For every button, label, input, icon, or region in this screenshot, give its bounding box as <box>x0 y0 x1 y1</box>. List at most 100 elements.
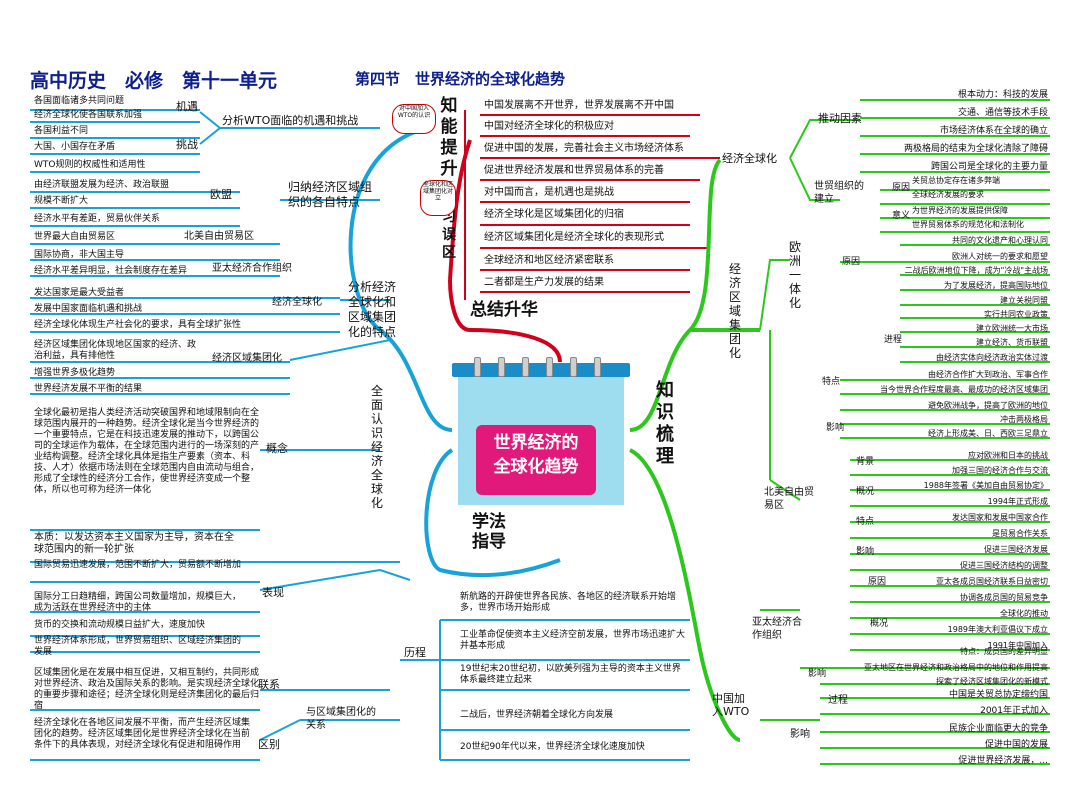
regional-ap-item: 国际协商，非大国主导 <box>34 250 125 260</box>
analysis-glob-item: 发展中国家面临机遇和挑战 <box>34 304 143 314</box>
wto-chal-item: 各国利益不同 <box>34 126 89 136</box>
regional-eu-item: 规模不断扩大 <box>34 196 89 206</box>
calendar-ring <box>522 357 529 377</box>
china-wto-label: 中国加入WTO <box>712 692 750 718</box>
eu-process-item: 建立欧洲统一大市场 <box>976 324 1048 333</box>
na-over-label: 概况 <box>856 487 875 497</box>
summary-item: 经济全球化是区域集团化的归宿 <box>484 209 624 220</box>
na-feat-item: 发达国家和发展中国家合作 <box>952 513 1048 522</box>
eu-process-item: 建立关税同盟 <box>1000 296 1048 305</box>
na-feat-label: 特点 <box>856 517 875 527</box>
analysis-reg-item: 增强世界多极化趋势 <box>34 368 116 378</box>
na-imp-label: 影响 <box>856 547 875 557</box>
wto-chal-item: 大国、小国存在矛盾 <box>34 142 116 152</box>
wto-opp-item: 各国面临诸多共同问题 <box>34 96 125 106</box>
econ-meaning-item: 为世界经济的发展提供保障 <box>912 206 1008 215</box>
china-proc-label: 过程 <box>828 695 848 706</box>
note-opposition: 全球化和区域集团化对立 <box>420 180 456 216</box>
analysis-glob-label: 经济全球化 <box>272 297 322 308</box>
wto-chal-item: WTO规则的权威性和适用性 <box>34 160 146 170</box>
wto-chal-label: 挑战 <box>176 138 198 151</box>
wto-opp-item: 经济全球化使各国联系加强 <box>34 110 143 120</box>
na-imp-item: 促进三国经济发展 <box>984 545 1048 554</box>
china-imp-label: 影响 <box>790 729 810 740</box>
branch-quanmian-renshi: 全面认识经济全球化 <box>370 384 383 510</box>
eu-feature-item: 当今世界合作程度最高、最成功的经济区域集团 <box>880 385 1048 394</box>
summary-item: 促进世界经济发展和世界贸易体系的完善 <box>484 165 664 176</box>
china-imp-item: 促进世界经济发展，... <box>958 756 1048 766</box>
wto-heading: 分析WTO面临的机遇和挑战 <box>222 114 359 127</box>
concept-essence: 本质：以发达资本主义国家为主导，资本在全球范围内的新一轮扩张 <box>34 532 234 555</box>
econ-meaning-item: 世界贸易体系的规范化和法制化 <box>912 220 1024 229</box>
eu-label: 欧洲一体化 <box>788 240 801 310</box>
econ-glob-label: 经济全球化 <box>722 152 777 165</box>
eu-process-item: 由经济实体向经济政治实体过渡 <box>936 353 1048 362</box>
econ-wto-label: 世贸组织的建立 <box>814 181 864 205</box>
relation-label: 与区域集团化的关系 <box>306 707 376 731</box>
eu-reason-item: 欧洲人对统一的要求和愿望 <box>952 252 1048 261</box>
manifest-label: 表现 <box>262 586 284 599</box>
center-calendar: 世界经济的 全球化趋势 <box>452 357 630 505</box>
summary-item: 促进中国的发展，完善社会主义市场经济体系 <box>484 143 684 154</box>
summary-item: 经济区域集团化是经济全球化的表现形式 <box>484 232 664 243</box>
na-bg-item: 加强三国的经济合作与交流 <box>952 466 1048 475</box>
eu-reason-item: 共同的文化遗产和心理认同 <box>952 236 1048 245</box>
relation-lianxi-text: 区域集团化是在发展中相互促进，又相互制约，共同形成对世界经济、政治及国际关系的影… <box>34 668 260 711</box>
eu-impact-item: 避免欧洲战争，提高了欧洲的地位 <box>928 401 1048 410</box>
concept-label: 概念 <box>266 442 288 455</box>
note-wto-understanding: 对中国加入WTO的认识 <box>392 104 436 134</box>
calendar-ring <box>474 357 481 377</box>
analysis-reg-item: 世界经济发展不平衡的结果 <box>34 384 143 394</box>
econ-driver-item: 根本动力：科技的发展 <box>957 90 1048 100</box>
ap-label: 亚太经济合作组织 <box>752 617 802 641</box>
ap-imp-item: 亚太地区在世界经济和政治格局中的地位和作用提高 <box>864 663 1048 672</box>
regional-na-item: 经济水平有差距，贸易伙伴关系 <box>34 214 161 224</box>
center-title: 世界经济的 全球化趋势 <box>476 425 596 495</box>
history-item: 新航路的开辟使世界各民族、各地区的经济联系开始增多，世界市场开始形成 <box>460 592 677 613</box>
relation-qubie-text: 经济全球化在各地区间发展不平衡，而产生经济区域集团化的趋势。经济区域集团化是世界… <box>34 718 251 750</box>
ap-reason-item: 全球化的推动 <box>1000 609 1048 618</box>
summary-item: 中国发展离不开世界，世界发展离不开中国 <box>484 100 674 111</box>
eu-feature-label: 特点 <box>822 377 841 387</box>
ap-over-item: 1991年中国加入 <box>987 641 1048 650</box>
calendar-ring <box>594 357 601 377</box>
na-label: 北美自由贸易区 <box>764 487 814 511</box>
ap-imp-item: 探索了经济区域集团化的新模式 <box>936 677 1048 686</box>
china-imp-item: 促进中国的发展 <box>984 740 1048 750</box>
na-bg-label: 背景 <box>856 457 875 467</box>
na-over-item: 1988年签署《美加自由贸易协定》 <box>923 481 1048 490</box>
china-proc-item: 中国是关贸总协定缔约国 <box>948 690 1048 700</box>
analysis-glob-item: 经济全球化体现生产社会化的要求，具有全球扩张性 <box>34 320 242 330</box>
econ-reason-item: 关贸总协定存在诸多弊端 <box>912 176 1000 185</box>
eu-process-item: 建立经济、货币联盟 <box>976 338 1048 347</box>
ap-reason-item: 亚太各成员国经济联系日益密切 <box>936 577 1048 586</box>
analysis-glob-item: 发达国家是最大受益者 <box>34 288 125 298</box>
eu-feature-item: 由经济合作扩大到政治、军事合作 <box>928 370 1048 379</box>
ap-reason-label: 原因 <box>868 577 887 587</box>
ap-over-label: 概况 <box>870 619 889 629</box>
history-item: 二战后，世界经济朝着全球化方向发展 <box>460 710 614 720</box>
econ-driver-item: 市场经济体系在全球的确立 <box>939 126 1048 136</box>
ap-reason-item: 协调各成员国的贸易竞争 <box>960 593 1048 602</box>
eu-reason-label: 原因 <box>842 257 861 267</box>
branch-zhineng-tisheng: 知能提升 <box>440 96 458 179</box>
eu-impact-label: 影响 <box>826 423 845 433</box>
history-item: 19世纪末20世纪初，以欧美列强为主导的资本主义世界体系最终建立起来 <box>460 664 681 685</box>
regional-na-label: 北美自由贸易区 <box>184 231 254 242</box>
relation-lianxi-label: 联系 <box>258 678 280 691</box>
manifest-item: 货币的交换和流动规模日益扩大，速度加快 <box>34 620 206 630</box>
summary-item: 全球经济和地区经济紧密联系 <box>484 255 614 266</box>
eu-impact-item: 冲击两极格局 <box>1000 415 1048 424</box>
na-bg-item: 应对欧洲和日本的挑战 <box>968 451 1048 460</box>
analysis-heading: 分析经济全球化和区域集团化的特点 <box>348 280 397 339</box>
ap-over-item: 1989年澳大利亚倡议下成立 <box>947 625 1048 634</box>
regional-eu-label: 欧盟 <box>210 188 232 201</box>
na-over-item: 1994年正式形成 <box>987 497 1048 506</box>
branch-zhishi-shuli: 知识梳理 <box>656 380 674 467</box>
ap-feature-item: 特点：成员国的差异明显 <box>960 647 1048 656</box>
summary-item: 对中国而言，是机遇也是挑战 <box>484 187 614 198</box>
center-title-line2: 全球化趋势 <box>493 457 579 477</box>
branch-zongjie-shenghua: 总结升华 <box>470 300 538 320</box>
eu-impact-item: 经济上形成美、日、西欧三足鼎立 <box>928 429 1048 438</box>
